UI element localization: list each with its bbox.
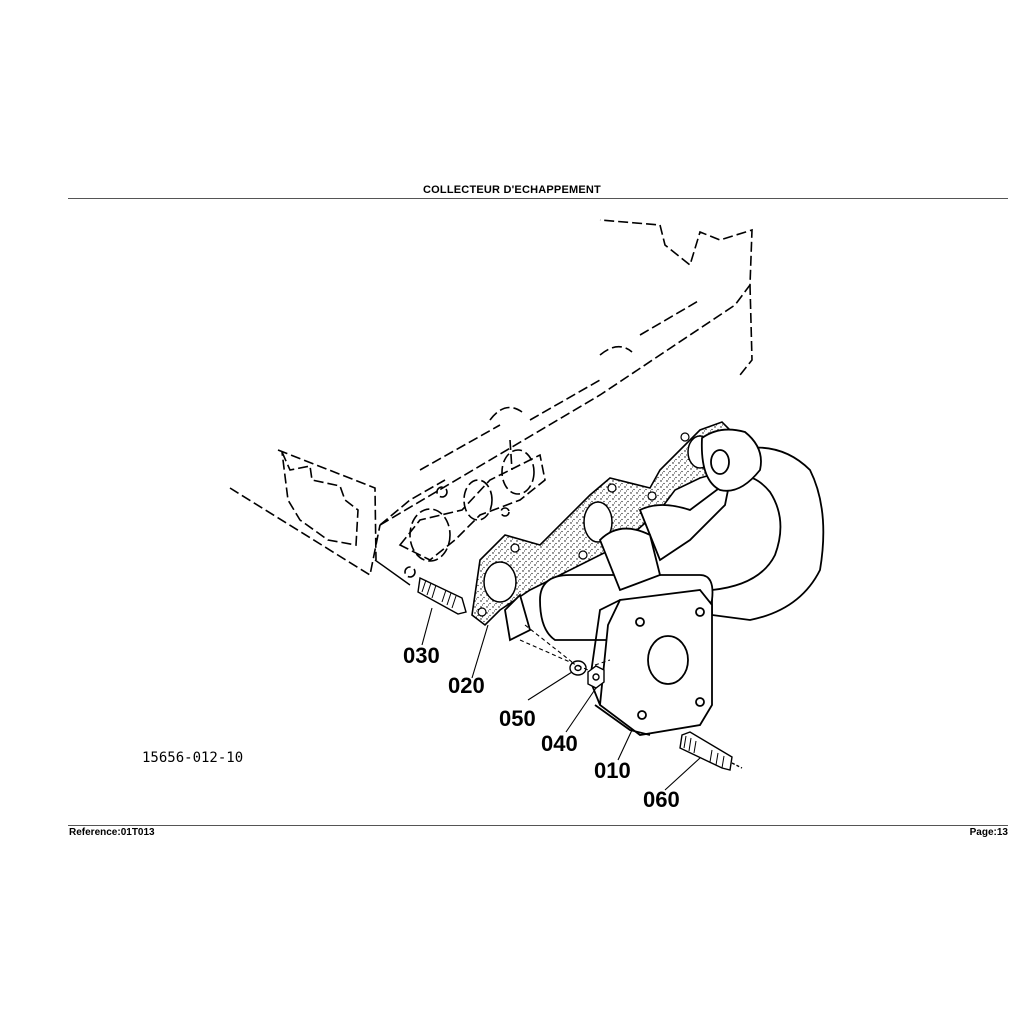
head-edge — [374, 559, 411, 586]
callout-060: 060 — [643, 787, 680, 812]
reference-code: Reference:01T013 — [69, 827, 155, 838]
leader-lines — [421, 607, 701, 791]
exhaust-manifold-010 — [504, 428, 825, 736]
header-rule — [68, 198, 1008, 199]
nut-040 — [587, 665, 605, 689]
page-number: Page:13 — [969, 827, 1008, 838]
page-title: COLLECTEUR D'ECHAPPEMENT — [423, 184, 601, 196]
callout-040: 040 — [541, 731, 578, 756]
stud-060 — [679, 731, 743, 771]
callout-020: 020 — [448, 673, 485, 698]
callout-010: 010 — [594, 758, 631, 783]
cylinder-head-outline — [229, 219, 753, 578]
drawing-number: 15656-012-10 — [142, 750, 243, 766]
callout-030: 030 — [403, 643, 440, 668]
footer-rule — [68, 825, 1008, 826]
stud-030 — [417, 576, 467, 615]
callout-050: 050 — [499, 706, 536, 731]
